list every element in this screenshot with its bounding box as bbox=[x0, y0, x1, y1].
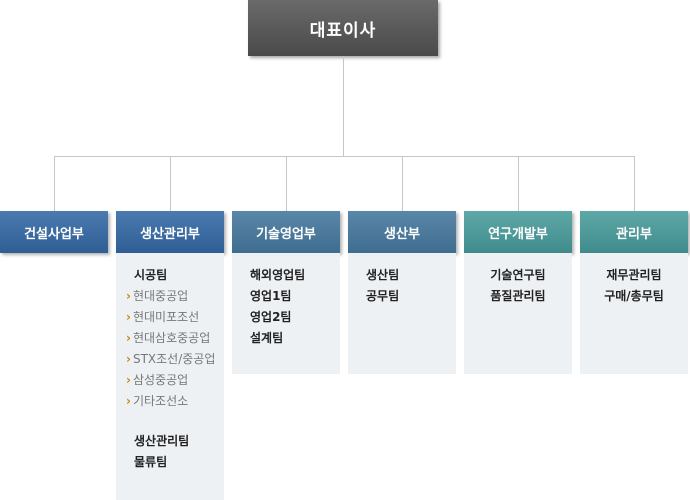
team-item: 품질관리팀 bbox=[490, 289, 546, 303]
team-item: 시공팀 bbox=[134, 268, 168, 282]
panel-production-management: 시공팀 ›현대중공업 ›현대미포조선 ›현대삼호중공업 ›STX조선/중공업 ›… bbox=[116, 253, 224, 500]
subitem-shipyard: ›현대삼호중공업 bbox=[116, 328, 224, 349]
dept-label: 생산부 bbox=[384, 226, 420, 242]
dept-connector-5 bbox=[518, 156, 519, 211]
dept-label: 연구개발부 bbox=[488, 226, 548, 242]
arrow-icon: › bbox=[126, 352, 131, 366]
dept-label: 건설사업부 bbox=[24, 226, 84, 242]
panel-research: 기술연구팀 품질관리팀 bbox=[464, 253, 572, 374]
dept-connector-3 bbox=[286, 156, 287, 211]
team-item: 설계팀 bbox=[250, 331, 284, 345]
team-item: 재무관리팀 bbox=[606, 268, 662, 282]
subitem-label: 기타조선소 bbox=[132, 394, 189, 408]
subitem-label: 현대삼호중공업 bbox=[132, 331, 211, 345]
subitem-label: STX조선/중공업 bbox=[132, 352, 216, 366]
subitem-label: 현대중공업 bbox=[132, 289, 189, 303]
team-item: 영업2팀 bbox=[250, 310, 292, 324]
team-item: 기술연구팀 bbox=[490, 268, 546, 282]
dept-construction: 건설사업부 bbox=[0, 211, 108, 253]
dept-production-management: 생산관리부 bbox=[116, 211, 224, 253]
arrow-icon: › bbox=[126, 394, 131, 408]
arrow-icon: › bbox=[126, 373, 131, 387]
team-item: 공무팀 bbox=[366, 289, 400, 303]
ceo-box: 대표이사 bbox=[248, 0, 438, 56]
subitem-shipyard: ›기타조선소 bbox=[116, 391, 224, 412]
horizontal-connector bbox=[54, 156, 634, 157]
panel-technical-sales: 해외영업팀 영업1팀 영업2팀 설계팀 bbox=[232, 253, 340, 374]
dept-research: 연구개발부 bbox=[464, 211, 572, 253]
dept-production: 생산부 bbox=[348, 211, 456, 253]
ceo-connector bbox=[343, 56, 344, 156]
dept-connector-4 bbox=[402, 156, 403, 211]
arrow-icon: › bbox=[126, 310, 131, 324]
dept-label: 생산관리부 bbox=[140, 226, 200, 242]
subitem-shipyard: ›STX조선/중공업 bbox=[116, 349, 224, 370]
subitem-shipyard: ›현대중공업 bbox=[116, 286, 224, 307]
team-item: 영업1팀 bbox=[250, 289, 292, 303]
panel-production: 생산팀 공무팀 bbox=[348, 253, 456, 374]
panel-management: 재무관리팀 구매/총무팀 bbox=[580, 253, 688, 374]
ceo-label: 대표이사 bbox=[309, 20, 377, 41]
subitem-shipyard: ›삼성중공업 bbox=[116, 370, 224, 391]
spacer bbox=[116, 412, 224, 431]
dept-technical-sales: 기술영업부 bbox=[232, 211, 340, 253]
dept-label: 기술영업부 bbox=[256, 226, 316, 242]
arrow-icon: › bbox=[126, 331, 131, 345]
arrow-icon: › bbox=[126, 289, 131, 303]
dept-connector-2 bbox=[170, 156, 171, 211]
subitem-shipyard: ›현대미포조선 bbox=[116, 307, 224, 328]
team-item: 구매/총무팀 bbox=[604, 289, 664, 303]
dept-label: 관리부 bbox=[616, 226, 652, 242]
dept-management: 관리부 bbox=[580, 211, 688, 253]
dept-connector-1 bbox=[54, 156, 55, 211]
subitem-label: 현대미포조선 bbox=[132, 310, 200, 324]
subitem-label: 삼성중공업 bbox=[132, 373, 189, 387]
team-item: 생산관리팀 bbox=[134, 434, 190, 448]
team-item: 생산팀 bbox=[366, 268, 400, 282]
team-item: 해외영업팀 bbox=[250, 268, 306, 282]
dept-connector-6 bbox=[634, 156, 635, 211]
team-item: 물류팀 bbox=[134, 455, 168, 469]
